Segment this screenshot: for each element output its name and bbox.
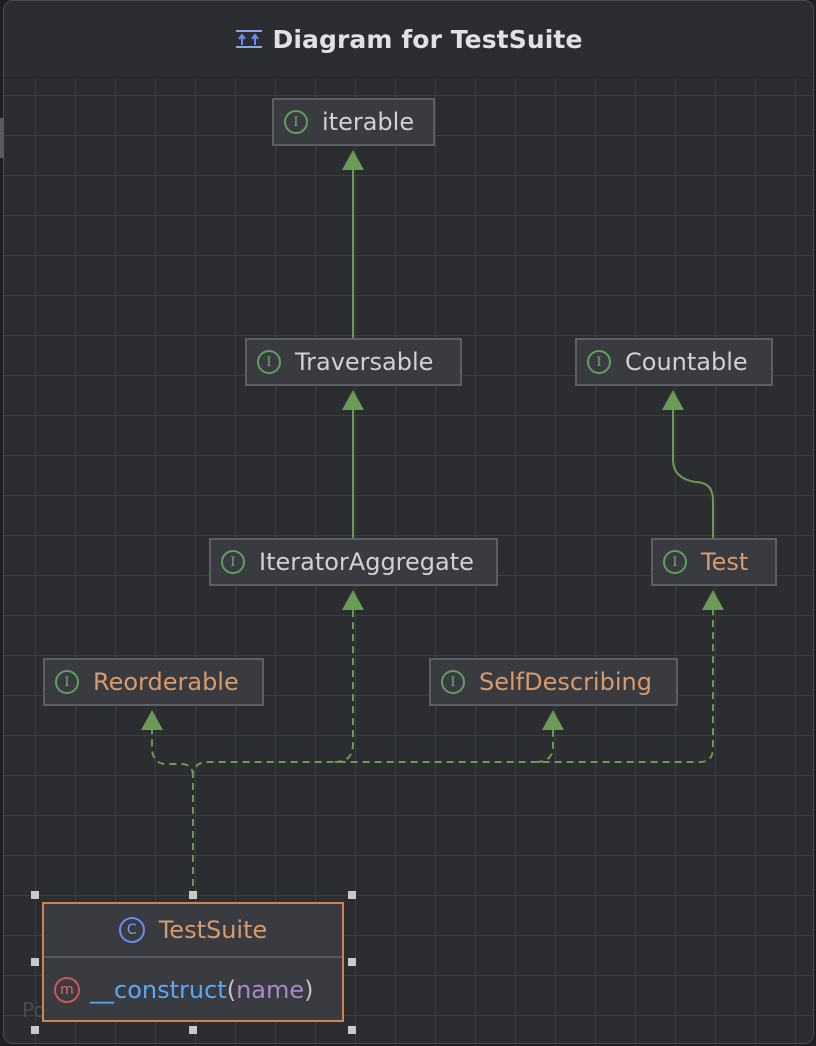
node-test[interactable]: I Test <box>651 538 777 586</box>
method-name: __construct <box>90 976 227 1004</box>
edges-implements <box>151 610 714 898</box>
node-label: Reorderable <box>93 668 239 696</box>
open-paren: ( <box>226 976 237 1004</box>
interface-icon: I <box>284 110 308 134</box>
resize-handle-ne[interactable] <box>348 891 356 899</box>
resize-handle-e[interactable] <box>348 958 356 966</box>
node-countable[interactable]: I Countable <box>575 338 773 386</box>
resize-handle-sw[interactable] <box>31 1026 39 1034</box>
resize-handle-w[interactable] <box>31 958 39 966</box>
node-label: iterable <box>322 108 415 136</box>
edge-test-countable <box>662 390 714 538</box>
class-name: TestSuite <box>158 916 268 944</box>
interface-icon: I <box>441 670 465 694</box>
node-reorderable[interactable]: I Reorderable <box>43 658 264 706</box>
ghost-text: Po <box>22 998 46 1022</box>
node-traversable[interactable]: I Traversable <box>245 338 462 386</box>
node-label: Test <box>701 548 749 576</box>
close-paren: ) <box>304 976 314 1004</box>
resize-handle-s[interactable] <box>189 1026 197 1034</box>
class-header: C TestSuite <box>44 904 342 958</box>
resize-handle-n[interactable] <box>189 891 197 899</box>
node-iterable[interactable]: I iterable <box>272 98 435 146</box>
node-label: SelfDescribing <box>479 668 652 696</box>
method-row[interactable]: m __construct(name) <box>44 958 342 1022</box>
diagram-icon <box>236 30 263 48</box>
interface-icon: I <box>663 550 687 574</box>
title-bar: Diagram for TestSuite <box>4 1 813 78</box>
method-param: name <box>236 976 305 1004</box>
class-node-testsuite[interactable]: C TestSuite m __construct(name) <box>42 902 344 1022</box>
node-selfdescribing[interactable]: I SelfDescribing <box>429 658 678 706</box>
node-label: IteratorAggregate <box>259 548 474 576</box>
scrollbar-edge[interactable] <box>0 118 4 158</box>
node-label: Countable <box>625 348 748 376</box>
interface-icon: I <box>257 350 281 374</box>
interface-icon: I <box>55 670 79 694</box>
interface-icon: I <box>587 350 611 374</box>
resize-handle-se[interactable] <box>348 1026 356 1034</box>
edge-traversable-iterable <box>342 150 364 338</box>
class-icon: C <box>118 917 145 943</box>
node-iteratoraggregate[interactable]: I IteratorAggregate <box>209 538 498 586</box>
edge-arrowheads <box>141 590 724 730</box>
node-label: Traversable <box>295 348 434 376</box>
edge-iteratoraggregate-traversable <box>342 390 364 538</box>
window-title: Diagram for TestSuite <box>272 24 583 54</box>
interface-icon: I <box>221 550 245 574</box>
resize-handle-nw[interactable] <box>31 891 39 899</box>
method-icon: m <box>54 977 80 1003</box>
